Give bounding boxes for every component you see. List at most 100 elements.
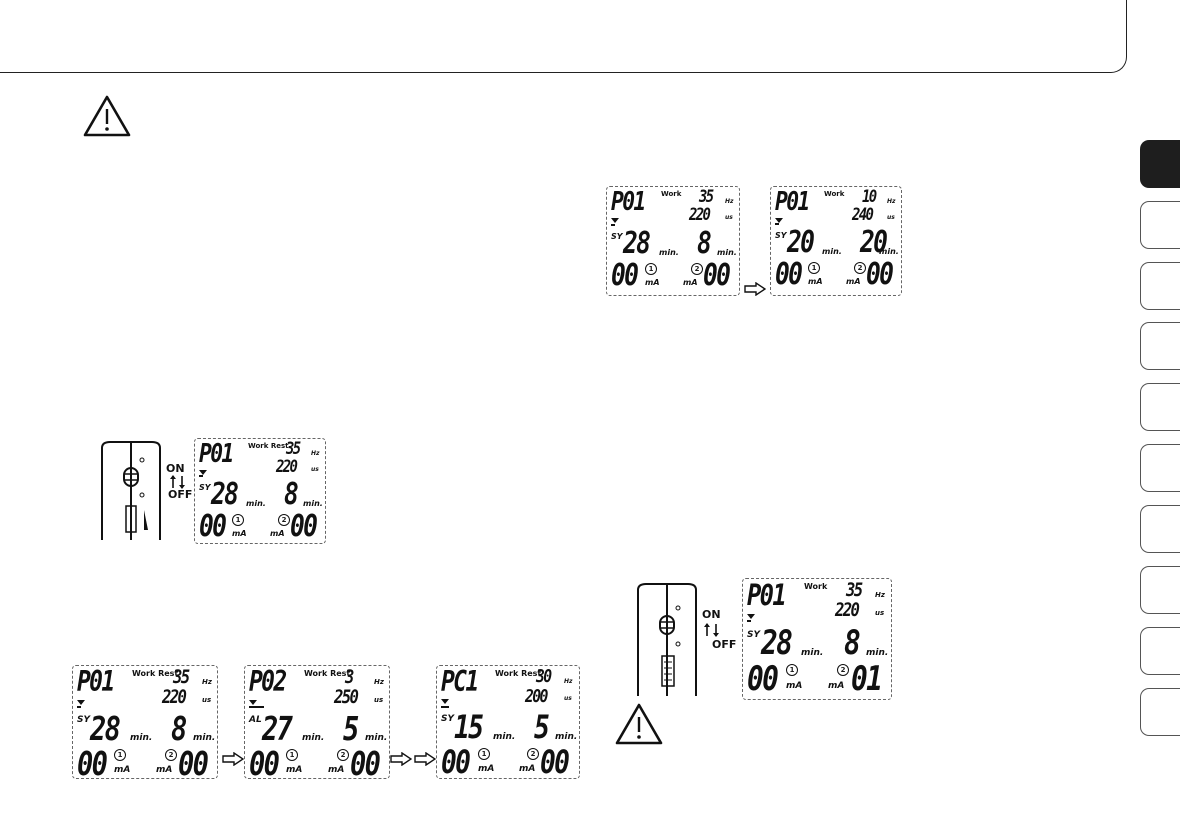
channel-1-icon: 1 xyxy=(232,514,244,526)
lcd-unit-ma: mA xyxy=(645,278,660,287)
lcd-program: P01 xyxy=(775,187,810,217)
side-tab-8[interactable] xyxy=(1140,566,1180,614)
lcd-intensity-2: 00 xyxy=(178,744,209,783)
lcd-intensity-2: 00 xyxy=(866,257,894,292)
lcd-time-2: 5 xyxy=(343,709,359,748)
lcd-level-bar xyxy=(77,706,81,708)
lcd-mode-tag: SY xyxy=(611,232,623,241)
warning-icon xyxy=(615,703,663,745)
lcd-indicator-icon xyxy=(775,218,783,223)
lcd-program: P01 xyxy=(611,187,646,217)
lcd-intensity-1: 00 xyxy=(441,743,471,781)
lcd-mode-label: Work xyxy=(824,190,845,198)
side-tab-1[interactable] xyxy=(1140,140,1180,188)
lcd-unit-hz: Hz xyxy=(311,450,320,457)
lcd-pulse-width: 220 xyxy=(689,205,711,225)
lcd-unit-ma: mA xyxy=(808,277,823,286)
channel-1-icon: 1 xyxy=(286,749,298,761)
lcd-level-bar xyxy=(441,706,449,708)
channel-1-icon: 1 xyxy=(808,262,820,274)
channel-2-icon: 2 xyxy=(337,749,349,761)
device-switch-icon xyxy=(101,441,161,540)
lcd-unit-ma: mA xyxy=(114,765,131,775)
lcd-intensity-2: 01 xyxy=(851,659,883,699)
lcd-intensity-2: 00 xyxy=(540,743,570,781)
lcd-unit-us: us xyxy=(725,214,733,221)
lcd-pulse-width: 200 xyxy=(525,686,548,707)
lcd-time-1: 15 xyxy=(454,708,484,746)
lcd-unit-min: min. xyxy=(130,733,153,743)
lcd-indicator-icon xyxy=(199,470,207,475)
lcd-intensity-2: 00 xyxy=(350,744,381,783)
device-switch-icon xyxy=(637,583,697,696)
switch-on-label: ON xyxy=(702,608,721,621)
lcd-level-bar xyxy=(611,224,615,226)
side-tab-6[interactable] xyxy=(1140,444,1180,492)
lcd-unit-ma: mA xyxy=(786,681,803,691)
lcd-unit-ma: mA xyxy=(328,765,345,775)
lcd-unit-us: us xyxy=(202,696,212,704)
lcd-time-1: 27 xyxy=(262,709,293,748)
lcd-time-2: 5 xyxy=(534,708,550,746)
lcd-unit-hz: Hz xyxy=(887,198,896,205)
lcd-time-2: 8 xyxy=(284,477,299,512)
lcd-frequency: 35 xyxy=(286,439,301,459)
lcd-pulse-width: 250 xyxy=(334,686,359,708)
right-arrow-icon xyxy=(414,752,436,766)
lcd-intensity-1: 00 xyxy=(611,258,639,293)
lcd-time-2: 8 xyxy=(697,226,712,261)
lcd-time-2: 8 xyxy=(171,709,187,748)
lcd-unit-min: min. xyxy=(365,733,388,743)
lcd-mode-tag: SY xyxy=(775,231,787,240)
channel-2-icon: 2 xyxy=(854,262,866,274)
warning-icon xyxy=(83,95,131,137)
lcd-screen: P01 Work 35 Hz 220 us SY 28 min. 8 min. … xyxy=(742,578,892,700)
lcd-pulse-width: 220 xyxy=(162,686,187,708)
lcd-time-1: 28 xyxy=(90,709,121,748)
lcd-unit-min: min. xyxy=(822,247,842,256)
lcd-pulse-width: 220 xyxy=(835,599,860,621)
lcd-mode-tag: SY xyxy=(199,483,211,492)
lcd-level-bar xyxy=(775,223,779,225)
lcd-unit-us: us xyxy=(564,695,572,702)
channel-2-icon: 2 xyxy=(837,664,849,676)
side-tab-7[interactable] xyxy=(1140,505,1180,553)
lcd-intensity-1: 00 xyxy=(775,257,803,292)
lcd-unit-min: min. xyxy=(493,732,516,742)
lcd-frequency: 30 xyxy=(536,666,552,687)
lcd-intensity-1: 00 xyxy=(77,744,108,783)
lcd-unit-ma: mA xyxy=(156,765,173,775)
lcd-program: P01 xyxy=(77,665,115,698)
lcd-unit-min: min. xyxy=(246,499,266,508)
switch-on-label: ON xyxy=(166,462,185,475)
side-tab-2[interactable] xyxy=(1140,201,1180,249)
lcd-intensity-1: 00 xyxy=(199,509,227,544)
lcd-unit-ma: mA xyxy=(828,681,845,691)
channel-2-icon: 2 xyxy=(278,514,290,526)
lcd-mode-tag: SY xyxy=(441,714,454,724)
lcd-level-bar xyxy=(747,620,751,622)
lcd-frequency: 35 xyxy=(173,666,190,688)
switch-direction-icon xyxy=(704,623,719,637)
lcd-time-1: 28 xyxy=(623,226,651,261)
lcd-screen: P01 Work 35 Hz 220 us SY 28 min. 8 min. … xyxy=(606,186,740,296)
lcd-unit-min: min. xyxy=(303,499,323,508)
side-tab-5[interactable] xyxy=(1140,383,1180,431)
right-arrow-icon xyxy=(222,752,244,766)
lcd-unit-ma: mA xyxy=(519,764,536,774)
side-tab-4[interactable] xyxy=(1140,322,1180,370)
lcd-program: PC1 xyxy=(441,665,479,698)
lcd-screen: P02 Work Rest 3 Hz 250 us AL 27 min. 5 m… xyxy=(244,665,390,783)
lcd-program: P01 xyxy=(199,439,234,469)
lcd-mode-tag: SY xyxy=(77,715,90,725)
side-tab-9[interactable] xyxy=(1140,627,1180,675)
lcd-time-1: 28 xyxy=(761,623,793,663)
lcd-unit-us: us xyxy=(887,214,895,221)
side-tab-10[interactable] xyxy=(1140,688,1180,736)
lcd-unit-min: min. xyxy=(879,247,899,256)
lcd-pulse-width: 220 xyxy=(276,457,298,477)
channel-1-icon: 1 xyxy=(478,748,490,760)
side-tab-3[interactable] xyxy=(1140,262,1180,310)
lcd-intensity-1: 00 xyxy=(747,659,779,699)
channel-1-icon: 1 xyxy=(786,664,798,676)
